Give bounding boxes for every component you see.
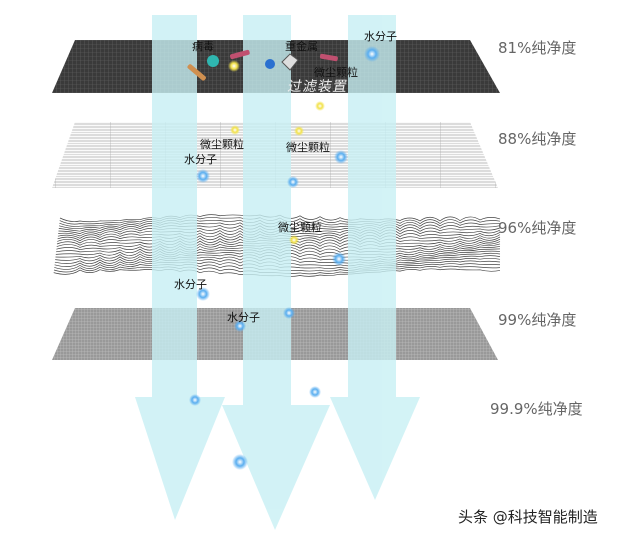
dust-icon [289, 235, 299, 245]
flow-arrow-3 [330, 15, 420, 500]
water-label: 水分子 [184, 153, 217, 166]
dust-icon [228, 60, 240, 72]
water-molecule-icon [332, 252, 346, 266]
bacteria-icon [187, 64, 206, 81]
water-molecule-icon [196, 287, 210, 301]
water-molecule-icon [364, 46, 380, 62]
dust-icon [315, 101, 325, 111]
water-molecule-icon [232, 454, 248, 470]
heavy-metal-icon [281, 53, 299, 71]
water-label: 水分子 [364, 30, 397, 43]
dust-label: 微尘颗粒 [278, 221, 322, 234]
virus-icon [207, 55, 219, 67]
water-molecule-icon [334, 150, 348, 164]
water-label: 水分子 [174, 278, 207, 291]
bacteria-icon [230, 49, 250, 60]
flow-arrow-2 [222, 15, 330, 530]
water-molecule-icon [283, 307, 295, 319]
flow-arrow-1 [135, 15, 225, 520]
virus-label: 病毒 [192, 40, 214, 53]
purity-label-3: 96%纯净度 [498, 219, 577, 237]
water-molecule-icon [287, 176, 299, 188]
dust-label: 微尘颗粒 [314, 66, 358, 79]
water-molecule-icon [189, 394, 201, 406]
bacteria-icon [319, 53, 338, 62]
water-molecule-icon [196, 169, 210, 183]
dust-icon [230, 125, 240, 135]
purity-label-1: 81%纯净度 [498, 39, 577, 57]
water-molecule-icon [234, 320, 246, 332]
dust-icon [294, 126, 304, 136]
purity-label-5: 99.9%纯净度 [490, 400, 583, 418]
water-label: 水分子 [227, 311, 260, 324]
dust-label: 微尘颗粒 [286, 141, 330, 154]
heavy-metal-label: 重金属 [285, 40, 318, 53]
purity-label-4: 99%纯净度 [498, 311, 577, 329]
watermark: 头条 @科技智能制造 [458, 508, 598, 526]
dust-label: 微尘颗粒 [200, 138, 244, 151]
virus-icon [265, 59, 275, 69]
water-molecule-icon [309, 386, 321, 398]
purity-label-2: 88%纯净度 [498, 130, 577, 148]
